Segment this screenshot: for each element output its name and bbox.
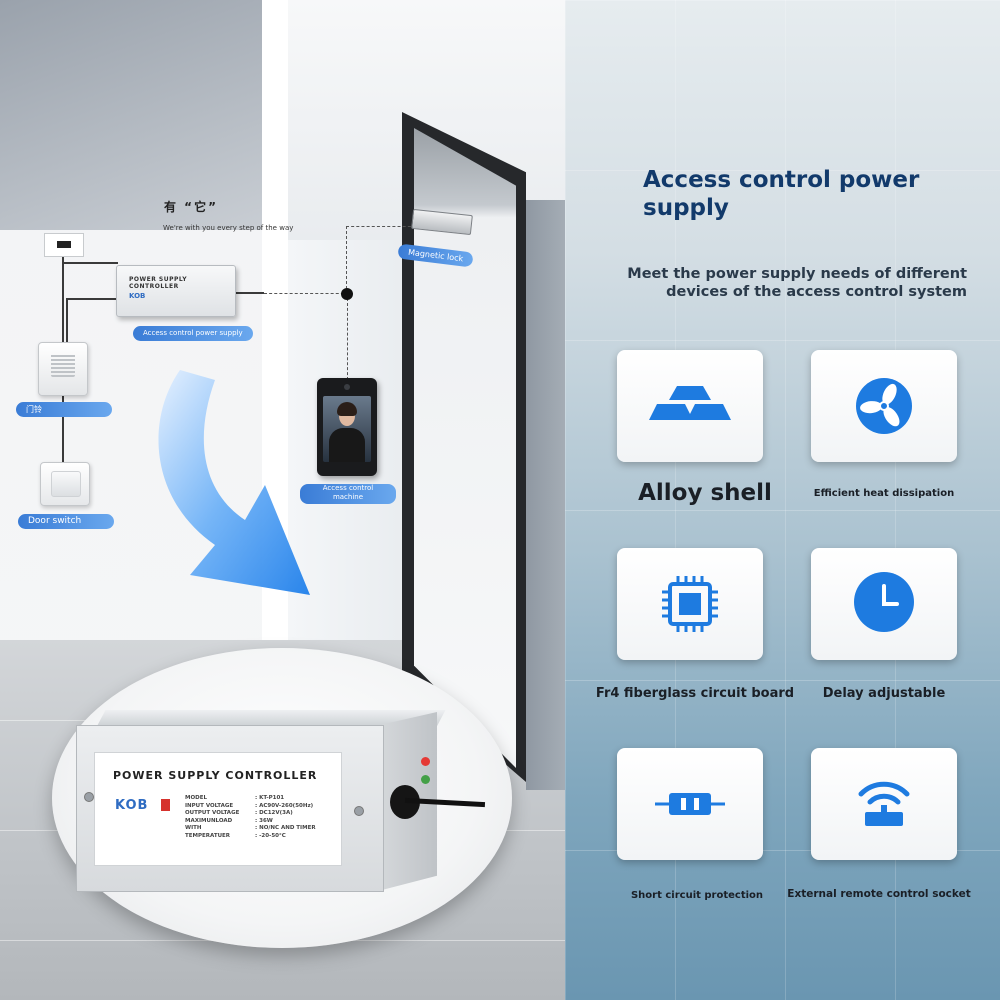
screw	[354, 806, 364, 816]
chip-icon	[662, 576, 718, 632]
slogan-subtitle: We're with you every step of the way	[163, 224, 294, 232]
device-title: POWER SUPPLY CONTROLLER	[113, 769, 318, 782]
small-ps-label: POWER SUPPLY CONTROLLER	[129, 276, 188, 290]
device-brand: KOB	[115, 798, 149, 813]
feature-card-circuit-board	[617, 548, 763, 660]
access-control-terminal	[317, 378, 377, 476]
glass-door	[414, 128, 516, 768]
brand-logo-mark	[161, 799, 170, 811]
clock-icon	[854, 572, 914, 632]
fuse-icon	[655, 793, 725, 815]
feature-label-short-circuit: Short circuit protection	[630, 890, 764, 901]
feature-label-delay: Delay adjustable	[822, 686, 946, 701]
door-switch-tag: Door switch	[18, 514, 114, 529]
junction-node	[341, 288, 353, 300]
feature-label-heat-dissipation: Efficient heat dissipation	[813, 488, 955, 499]
feature-card-alloy-shell	[617, 350, 763, 462]
installation-scene: Magnetic lock 有 “它” We're with you every…	[0, 0, 575, 1000]
spec-values: : KT-P101 : AC90V-260(50Hz) : DC12V(3A) …	[255, 795, 316, 839]
feature-label-alloy-shell: Alloy shell	[638, 480, 772, 506]
features-panel: Access control power supply Meet the pow…	[565, 0, 1000, 1000]
feature-card-short-circuit	[617, 748, 763, 860]
doorbell-tag: 门铃	[16, 402, 112, 417]
screw	[84, 792, 94, 802]
down-arrow-icon	[158, 370, 310, 595]
feature-label-circuit-board: Fr4 fiberglass circuit board	[595, 686, 795, 701]
wall-switch	[44, 233, 84, 257]
spec-labels: MODEL INPUT VOLTAGE OUTPUT VOLTAGE MAXIM…	[185, 795, 240, 839]
feature-card-heat-dissipation	[811, 350, 957, 462]
feature-card-delay	[811, 548, 957, 660]
small-power-supply: POWER SUPPLY CONTROLLER KOB	[116, 265, 236, 317]
fan-icon	[856, 378, 912, 434]
door-switch	[40, 462, 90, 506]
remote-signal-icon	[858, 781, 910, 826]
feature-card-remote-socket	[811, 748, 957, 860]
panel-subtitle: Meet the power supply needs of different…	[627, 266, 967, 300]
access-machine-tag: Access control machine	[300, 484, 396, 504]
green-led	[421, 775, 430, 784]
alloy-ingots-icon	[649, 386, 731, 420]
power-supply-tag: Access control power supply	[133, 326, 253, 341]
slogan: 有 “它”	[164, 200, 218, 214]
doorbell	[38, 342, 88, 396]
red-led	[421, 757, 430, 766]
small-ps-brand: KOB	[129, 292, 146, 300]
feature-label-remote-socket: External remote control socket	[787, 888, 971, 900]
device-label: POWER SUPPLY CONTROLLER KOB MODEL INPUT …	[94, 752, 342, 866]
panel-heading: Access control power supply	[643, 167, 920, 221]
